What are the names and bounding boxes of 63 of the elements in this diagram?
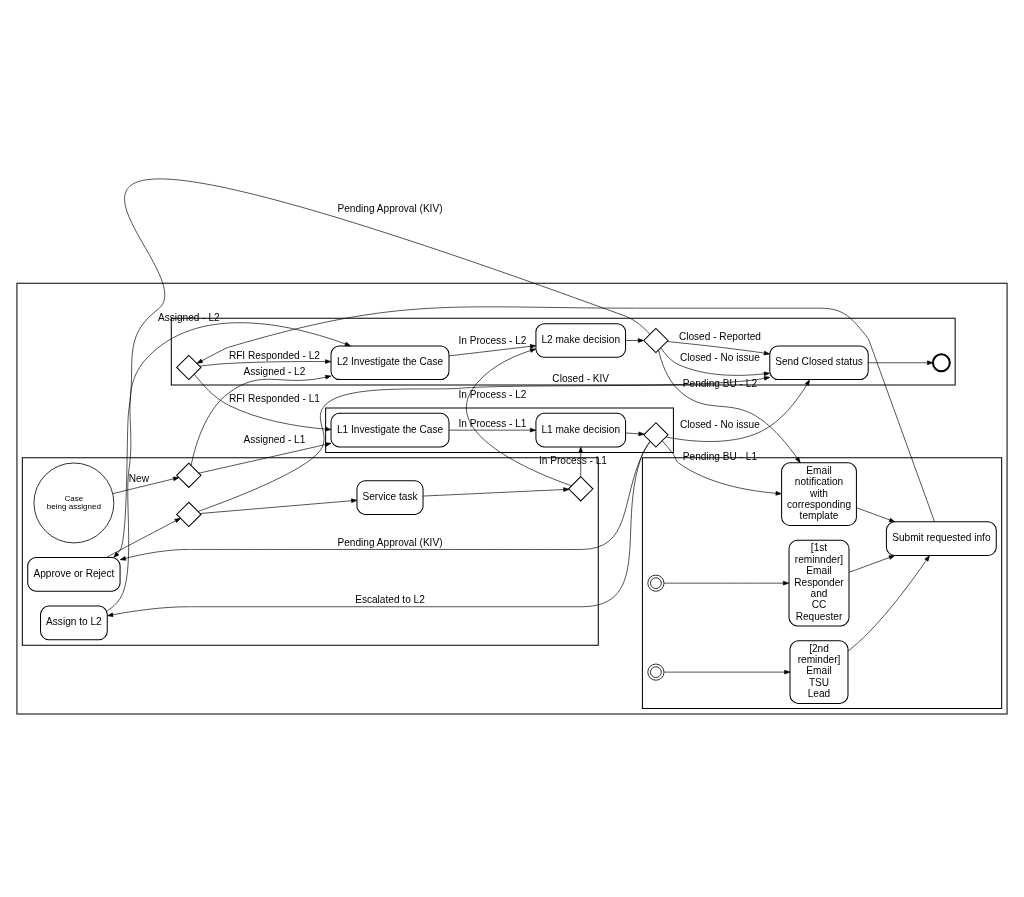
- arrow: [856, 506, 896, 522]
- node-box: Email notification with corresponding template: [781, 461, 857, 526]
- edge-label: Closed - No issue: [680, 351, 760, 363]
- arrow: [199, 498, 358, 514]
- node-box: Submit requested info: [885, 520, 997, 556]
- arrow: [663, 669, 791, 674]
- arrow: [107, 321, 351, 611]
- cluster: [16, 282, 1008, 714]
- edge-label: RFI Responded - L1: [228, 392, 320, 404]
- node-box: Service task: [356, 479, 424, 515]
- edge-label: Closed - Reported: [678, 330, 761, 342]
- edge-label: In Process - L2: [458, 388, 527, 400]
- arrow: [658, 349, 801, 463]
- node-diamond: [175, 461, 202, 488]
- node-box: L2 make decision: [535, 322, 627, 358]
- arrow: [422, 486, 570, 496]
- edge-label: New: [128, 472, 150, 484]
- edge-label: Escalated to L2: [355, 593, 425, 605]
- edge-label: Assigned - L1: [243, 433, 306, 445]
- arrow: [848, 554, 895, 573]
- node-box: Assign to L2: [40, 605, 108, 640]
- arrow: [190, 374, 332, 466]
- arrow: [194, 373, 332, 431]
- node-box: L1 Investigate the Case: [330, 412, 450, 447]
- arrow: [666, 340, 770, 355]
- arrow: [112, 476, 180, 494]
- edge-label: Closed - No issue: [680, 418, 760, 430]
- arrow: [847, 554, 930, 651]
- arrow: [466, 347, 572, 486]
- node-box: Send Closed status: [769, 344, 869, 380]
- arrow: [661, 440, 782, 495]
- arrow: [198, 441, 332, 474]
- arrow: [448, 343, 537, 356]
- edge-label: In Process - L1: [458, 417, 527, 429]
- arrow: [119, 440, 651, 560]
- node-diamond: [567, 475, 594, 502]
- arrow: [196, 306, 935, 522]
- node-box: L2 Investigate the Case: [330, 344, 450, 380]
- arrow: [625, 337, 644, 343]
- node-box: Approve or Reject: [27, 556, 121, 592]
- edge-label: RFI Responded - L2: [228, 349, 320, 361]
- arrow: [197, 375, 771, 512]
- arrow: [106, 517, 181, 558]
- edge-label: In Process - L2: [458, 334, 527, 346]
- node-diamond: [643, 421, 669, 448]
- arrow: [663, 580, 790, 585]
- edge-label: Assigned - L2: [243, 365, 306, 377]
- node-circle: [931, 352, 951, 372]
- arrow: [868, 360, 934, 365]
- node-diamond: [643, 327, 669, 353]
- node-box: [2nd reminder] Email TSU Lead: [789, 639, 849, 704]
- node-box: [1st reminnder] Email Responder and CC Requester: [788, 539, 850, 626]
- arrow: [199, 358, 332, 366]
- arrow: [660, 346, 770, 376]
- arrow: [448, 427, 537, 432]
- edge-label: Pending Approval (KIV): [337, 536, 443, 548]
- arrow: [107, 440, 651, 617]
- arrow: [665, 379, 810, 442]
- node-box: L1 make decision: [535, 412, 627, 447]
- arrow: [625, 431, 645, 436]
- edge-label: Closed - KIV: [552, 372, 610, 384]
- edge-label: Pending Approval (KIV): [337, 202, 443, 214]
- arrow: [113, 178, 651, 558]
